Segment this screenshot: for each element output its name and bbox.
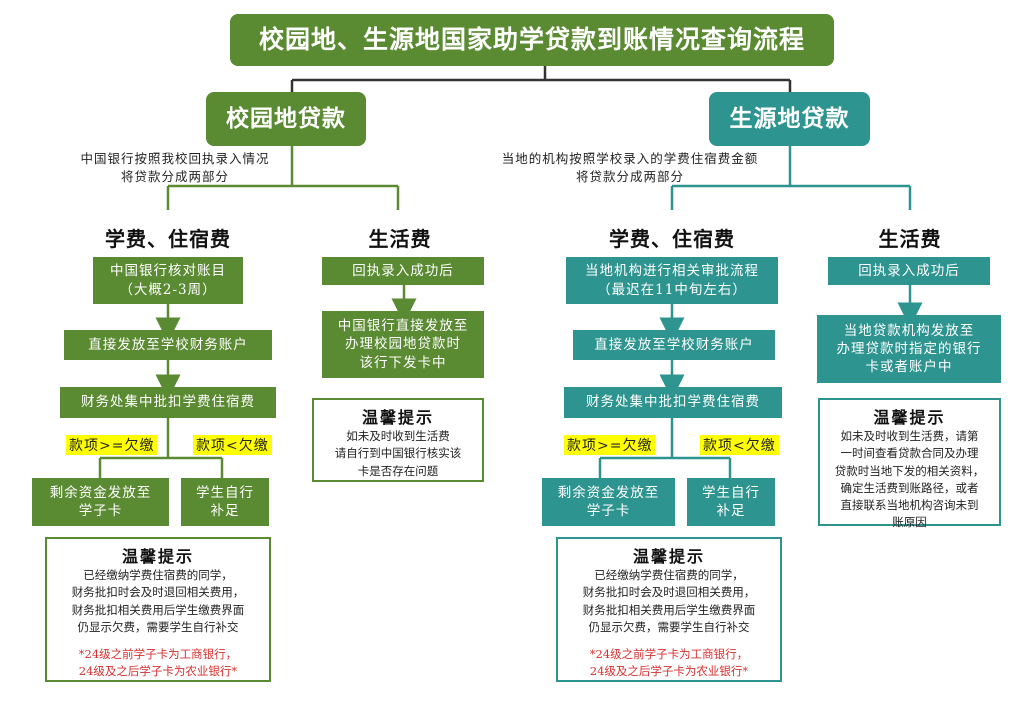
- origin-intro: 当地的机构按照学校录入的学费住宿费金额 将贷款分成两部分: [501, 151, 759, 185]
- origin-tuition-step-approve: 当地机构进行相关审批流程 （最迟在11中旬左右）: [566, 257, 778, 304]
- tip-text: 已经缴纳学费住宿费的同学， 财务批扣时会及时退回相关费用， 财务批扣相关费用后学…: [582, 568, 756, 634]
- origin-living-step-disburse: 当地贷款机构发放至 办理贷款时指定的银行 卡或者账户中: [817, 315, 1001, 383]
- campus-result-remaining-to-card: 剩余资金发放至 学子卡: [32, 478, 169, 526]
- campus-tuition-step-deduct: 财务处集中批扣学费住宿费: [60, 387, 276, 418]
- campus-intro: 中国银行按照我校回执录入情况 将贷款分成两部分: [80, 151, 270, 185]
- campus-tuition-tip: 温馨提示 已经缴纳学费住宿费的同学， 财务批扣时会及时退回相关费用， 财务批扣相…: [45, 537, 271, 682]
- origin-loan-section: 生源地贷款: [709, 92, 870, 146]
- origin-living-step-receipt: 回执录入成功后: [828, 257, 990, 285]
- origin-living-tip: 温馨提示 如未及时收到生活费，请第 一时间查看贷款合同及办理 贷款时当地下发的相…: [818, 398, 1001, 529]
- tip-title: 温馨提示: [632, 547, 705, 566]
- origin-tuition-step-disburse: 直接发放至学校财务账户: [573, 330, 775, 360]
- tip-title: 温馨提示: [361, 408, 434, 427]
- tip-title: 温馨提示: [121, 547, 194, 566]
- campus-result-student-pay: 学生自行 补足: [181, 478, 269, 526]
- campus-condition-lt: 款项<欠缴: [193, 435, 272, 455]
- tip-red-note: *24级之前学子卡为工商银行， 24级及之后学子卡为农业银行*: [589, 647, 749, 679]
- origin-tuition-step-deduct: 财务处集中批扣学费住宿费: [564, 387, 782, 418]
- campus-tuition-step-disburse: 直接发放至学校财务账户: [64, 330, 272, 360]
- origin-tuition-tip: 温馨提示 已经缴纳学费住宿费的同学， 财务批扣时会及时退回相关费用， 财务批扣相…: [556, 537, 782, 682]
- origin-condition-ge: 款项>=欠缴: [564, 435, 656, 455]
- campus-living-heading: 生活费: [368, 227, 432, 251]
- tip-text: 已经缴纳学费住宿费的同学， 财务批扣时会及时退回相关费用， 财务批扣相关费用后学…: [71, 568, 245, 634]
- origin-result-remaining-to-card: 剩余资金发放至 学子卡: [542, 478, 675, 526]
- campus-loan-section: 校园地贷款: [206, 92, 366, 146]
- page-title: 校园地、生源地国家助学贷款到账情况查询流程: [230, 14, 834, 66]
- campus-living-step-disburse: 中国银行直接发放至 办理校园地贷款时 该行下发卡中: [322, 311, 484, 378]
- tip-title: 温馨提示: [873, 408, 946, 427]
- origin-living-heading: 生活费: [878, 227, 942, 251]
- campus-living-tip: 温馨提示 如未及时收到生活费 请自行到中国银行核实该 卡是否存在问题: [312, 398, 484, 482]
- tip-text: 如未及时收到生活费 请自行到中国银行核实该 卡是否存在问题: [334, 429, 462, 478]
- campus-tuition-step-verify: 中国银行核对账目 （大概2-3周）: [93, 257, 243, 304]
- campus-condition-ge: 款项>=欠缴: [66, 435, 158, 455]
- origin-condition-lt: 款项<欠缴: [700, 435, 779, 455]
- campus-tuition-heading: 学费、住宿费: [105, 227, 231, 251]
- origin-tuition-heading: 学费、住宿费: [609, 227, 735, 251]
- tip-text: 如未及时收到生活费，请第 一时间查看贷款合同及办理 贷款时当地下发的相关资料， …: [834, 429, 985, 530]
- origin-result-student-pay: 学生自行 补足: [687, 478, 775, 526]
- campus-living-step-receipt: 回执录入成功后: [322, 257, 484, 285]
- tip-red-note: *24级之前学子卡为工商银行， 24级及之后学子卡为农业银行*: [78, 647, 238, 679]
